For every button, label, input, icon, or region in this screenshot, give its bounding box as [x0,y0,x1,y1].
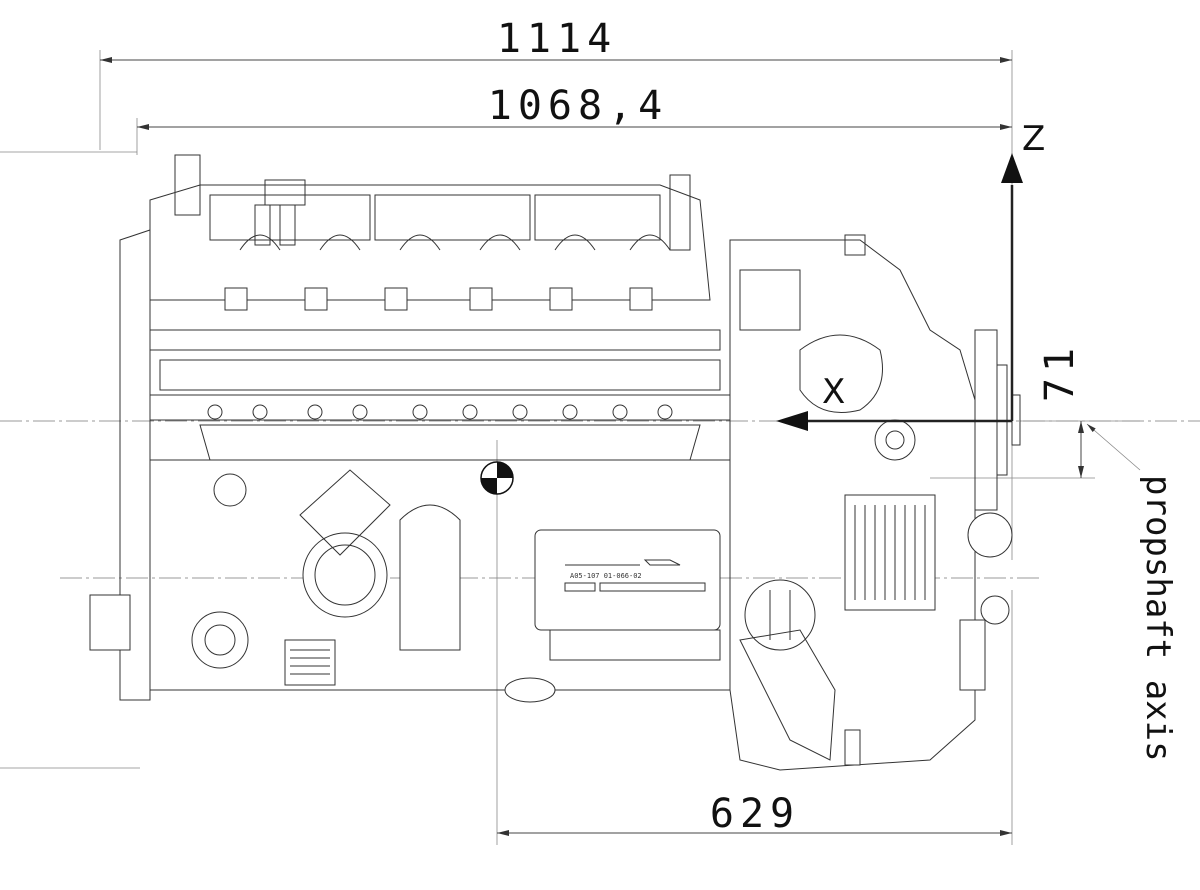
center-of-gravity-symbol [480,461,514,495]
dimension-axis-offset: 71 [1037,342,1084,478]
engine-outline: A05-107 01-066-02 [89,154,1021,771]
x-arrowhead-icon [776,411,808,431]
x-axis-label: X [822,372,845,412]
dimension-cg-to-flange: 629 [497,791,1012,837]
propshaft-axis-callout: propshaft axis [1086,423,1178,762]
dim-1068-label: 1068,4 [488,83,669,129]
dimension-length-to-flange: 1068,4 [137,83,1012,130]
dimension-overall-length: 1114 [100,16,1012,63]
dim-629-label: 629 [710,791,800,837]
z-axis: Z [1001,119,1045,421]
dim-71-label: 71 [1037,342,1083,402]
propshaft-axis-label: propshaft axis [1138,475,1178,762]
dim-1114-label: 1114 [497,16,617,62]
z-arrowhead-icon [1001,153,1023,183]
nameplate-text: A05-107 01-066-02 [570,572,642,580]
z-axis-label: Z [1022,119,1045,159]
x-axis: X [776,372,1012,431]
